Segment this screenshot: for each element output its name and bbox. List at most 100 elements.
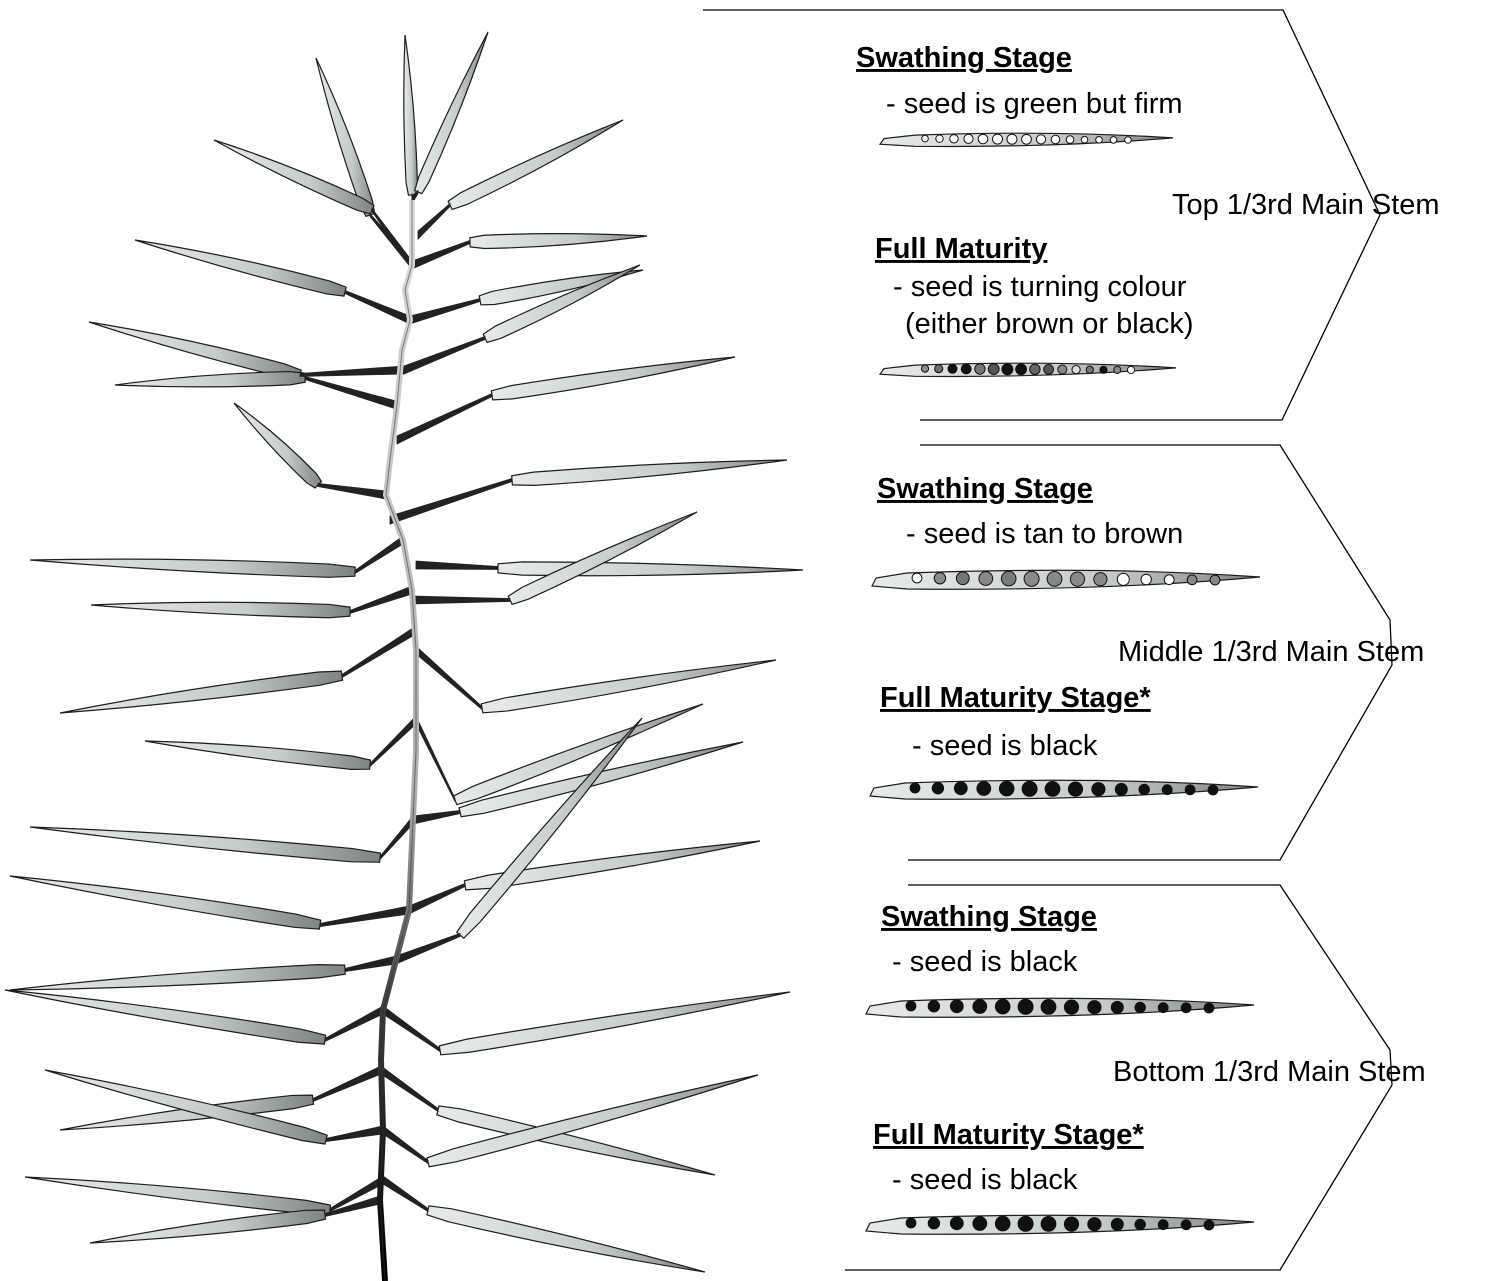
- seed: [1066, 136, 1074, 144]
- middle-swathing-heading: Swathing Stage: [877, 473, 1093, 505]
- middle-maturity-heading: Full Maturity Stage*: [880, 682, 1151, 714]
- seed: [964, 134, 973, 143]
- seed: [934, 573, 945, 584]
- pedicel: [313, 1066, 381, 1102]
- pedicel: [318, 484, 386, 500]
- plant-pod: [404, 35, 418, 195]
- seed: [948, 364, 957, 373]
- seed: [993, 134, 1003, 144]
- seed: [910, 783, 920, 793]
- pedicel: [383, 1126, 428, 1164]
- bottom-maturity-desc: - seed is black: [892, 1164, 1078, 1196]
- pedicel: [409, 884, 465, 915]
- seed: [1086, 366, 1093, 373]
- seed: [1058, 365, 1067, 374]
- pedicel: [370, 214, 412, 270]
- plant-pod: [115, 372, 305, 387]
- seed: [1115, 783, 1127, 795]
- seed: [1114, 366, 1121, 373]
- seed: [1111, 1001, 1123, 1013]
- seed: [950, 135, 958, 143]
- top-maturity-desc: - seed is turning colour: [893, 271, 1187, 303]
- seed: [1044, 365, 1054, 375]
- seed: [922, 135, 929, 142]
- seed-pod-bottom-maturity: [866, 1215, 1254, 1234]
- seed: [975, 364, 985, 374]
- pedicel: [412, 596, 510, 604]
- seed: [1092, 783, 1105, 796]
- plant-pod: [439, 992, 790, 1055]
- seed: [1141, 574, 1151, 584]
- seed: [954, 782, 967, 795]
- seed: [1051, 135, 1060, 144]
- seed: [1064, 1000, 1078, 1014]
- plant-pod: [10, 876, 321, 929]
- pedicel: [350, 586, 412, 614]
- seed: [1002, 364, 1013, 375]
- plant-pod: [470, 234, 647, 249]
- seed: [928, 1218, 939, 1229]
- plant-pod: [91, 602, 350, 618]
- top-maturity-desc-2: (either brown or black): [905, 308, 1194, 340]
- seed-pod-middle-swathing: [872, 570, 1260, 589]
- pedicel: [370, 716, 416, 767]
- seed-pod-bottom-swathing: [866, 998, 1254, 1017]
- pedicel: [345, 956, 396, 972]
- region-label-top: Top 1/3rd Main Stem: [1172, 189, 1440, 221]
- pedicel: [380, 816, 413, 860]
- seed: [1045, 782, 1060, 797]
- plant-pod: [145, 741, 371, 769]
- pedicel: [345, 291, 410, 325]
- seed: [950, 1217, 963, 1230]
- seed: [1125, 137, 1132, 144]
- seed: [1187, 575, 1197, 585]
- plant-pod: [457, 718, 642, 938]
- plant-pod: [25, 1177, 331, 1214]
- seed: [1158, 1220, 1168, 1230]
- seed: [1181, 1220, 1191, 1230]
- bottom-swathing-heading: Swathing Stage: [881, 901, 1097, 933]
- seed: [1135, 1219, 1145, 1229]
- plant-pod: [234, 403, 321, 488]
- pedicel: [320, 906, 409, 927]
- seed: [1018, 999, 1033, 1014]
- seed: [1036, 135, 1045, 144]
- plant-pod: [448, 120, 623, 209]
- seed: [906, 1001, 916, 1011]
- seed: [961, 364, 971, 374]
- pedicel: [397, 394, 492, 445]
- seed: [1088, 1218, 1101, 1231]
- middle-swathing-desc: - seed is tan to brown: [906, 518, 1183, 550]
- seed: [1047, 572, 1062, 587]
- seed: [1127, 366, 1134, 373]
- plant-pod: [30, 559, 355, 577]
- plant-pod: [427, 1206, 705, 1272]
- seed: [1096, 137, 1103, 144]
- seed-pod-middle-maturity: [870, 780, 1258, 799]
- canola-plant-illustration: [5, 32, 803, 1281]
- seed: [1081, 136, 1088, 143]
- plant-pod: [481, 660, 776, 713]
- seed: [1208, 785, 1218, 795]
- seed: [1064, 1217, 1078, 1231]
- plant-pod: [90, 1210, 325, 1243]
- pedicel: [381, 1066, 438, 1112]
- seed: [932, 783, 943, 794]
- pedicel: [416, 716, 455, 802]
- seed: [1094, 573, 1107, 586]
- seed: [988, 364, 999, 375]
- top-swathing-desc: - seed is green but firm: [886, 88, 1183, 120]
- plant-pod: [491, 357, 735, 400]
- seed: [912, 573, 922, 583]
- bottom-maturity-heading: Full Maturity Stage*: [873, 1119, 1144, 1151]
- seed: [1210, 575, 1220, 585]
- plant-pod: [30, 827, 380, 862]
- seed: [1135, 1002, 1145, 1012]
- pedicel: [410, 299, 480, 325]
- pedicel: [326, 1126, 383, 1142]
- pedicel: [416, 646, 482, 710]
- plant-pod: [10, 965, 345, 990]
- pedicel: [300, 366, 404, 377]
- plant-pod: [437, 1106, 715, 1175]
- seed: [928, 1001, 939, 1012]
